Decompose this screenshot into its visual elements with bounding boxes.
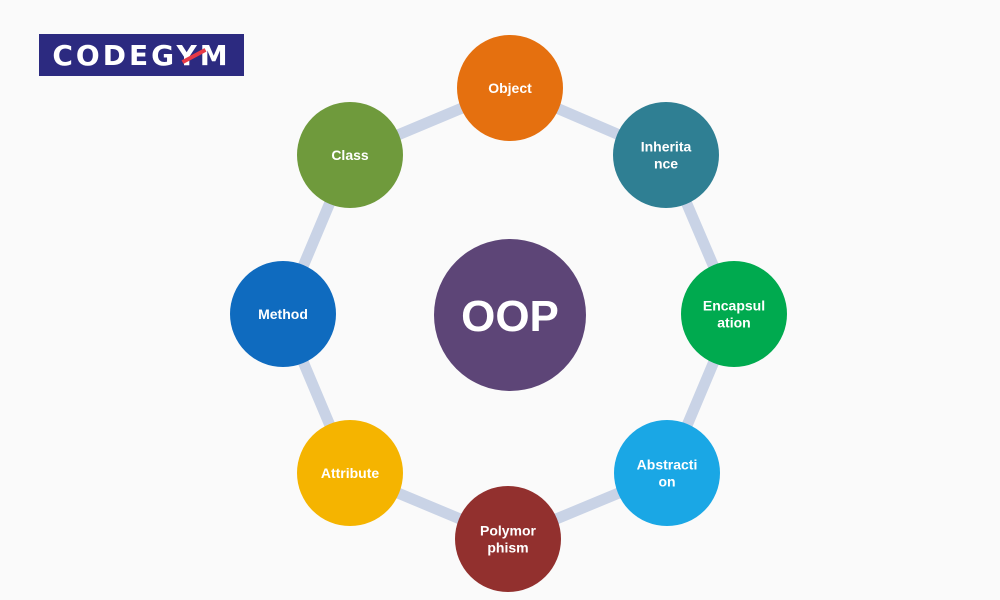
- node-abstraction-label: on: [658, 474, 675, 490]
- center-node: OOP: [434, 239, 586, 391]
- node-inheritance-label: nce: [654, 156, 678, 172]
- node-polymorphism-circle: [455, 486, 561, 592]
- node-object-label: Object: [488, 80, 532, 96]
- codegym-logo: CODEGYM: [39, 34, 244, 76]
- node-attribute: Attribute: [297, 420, 403, 526]
- node-inheritance-label: Inherita: [641, 139, 692, 155]
- node-class-circle: [297, 102, 403, 208]
- node-method-label: Method: [258, 306, 308, 322]
- node-polymorphism-label: Polymor: [480, 523, 537, 539]
- node-inheritance-circle: [613, 102, 719, 208]
- node-object-circle: [457, 35, 563, 141]
- center-node-circle: [434, 239, 586, 391]
- node-method: Method: [230, 261, 336, 367]
- node-method-circle: [230, 261, 336, 367]
- node-attribute-circle: [297, 420, 403, 526]
- node-abstraction-label: Abstracti: [637, 457, 698, 473]
- node-encapsulation-circle: [681, 261, 787, 367]
- node-polymorphism-label: phism: [487, 540, 528, 556]
- concept-nodes: ObjectInheritanceEncapsulationAbstractio…: [230, 35, 787, 592]
- center-node-label: OOP: [461, 292, 559, 341]
- node-class-label: Class: [331, 147, 369, 163]
- node-object: Object: [457, 35, 563, 141]
- node-encapsulation-label: ation: [717, 315, 750, 331]
- node-encapsulation-label: Encapsul: [703, 298, 765, 314]
- node-abstraction-circle: [614, 420, 720, 526]
- node-class: Class: [297, 102, 403, 208]
- node-attribute-label: Attribute: [321, 465, 380, 481]
